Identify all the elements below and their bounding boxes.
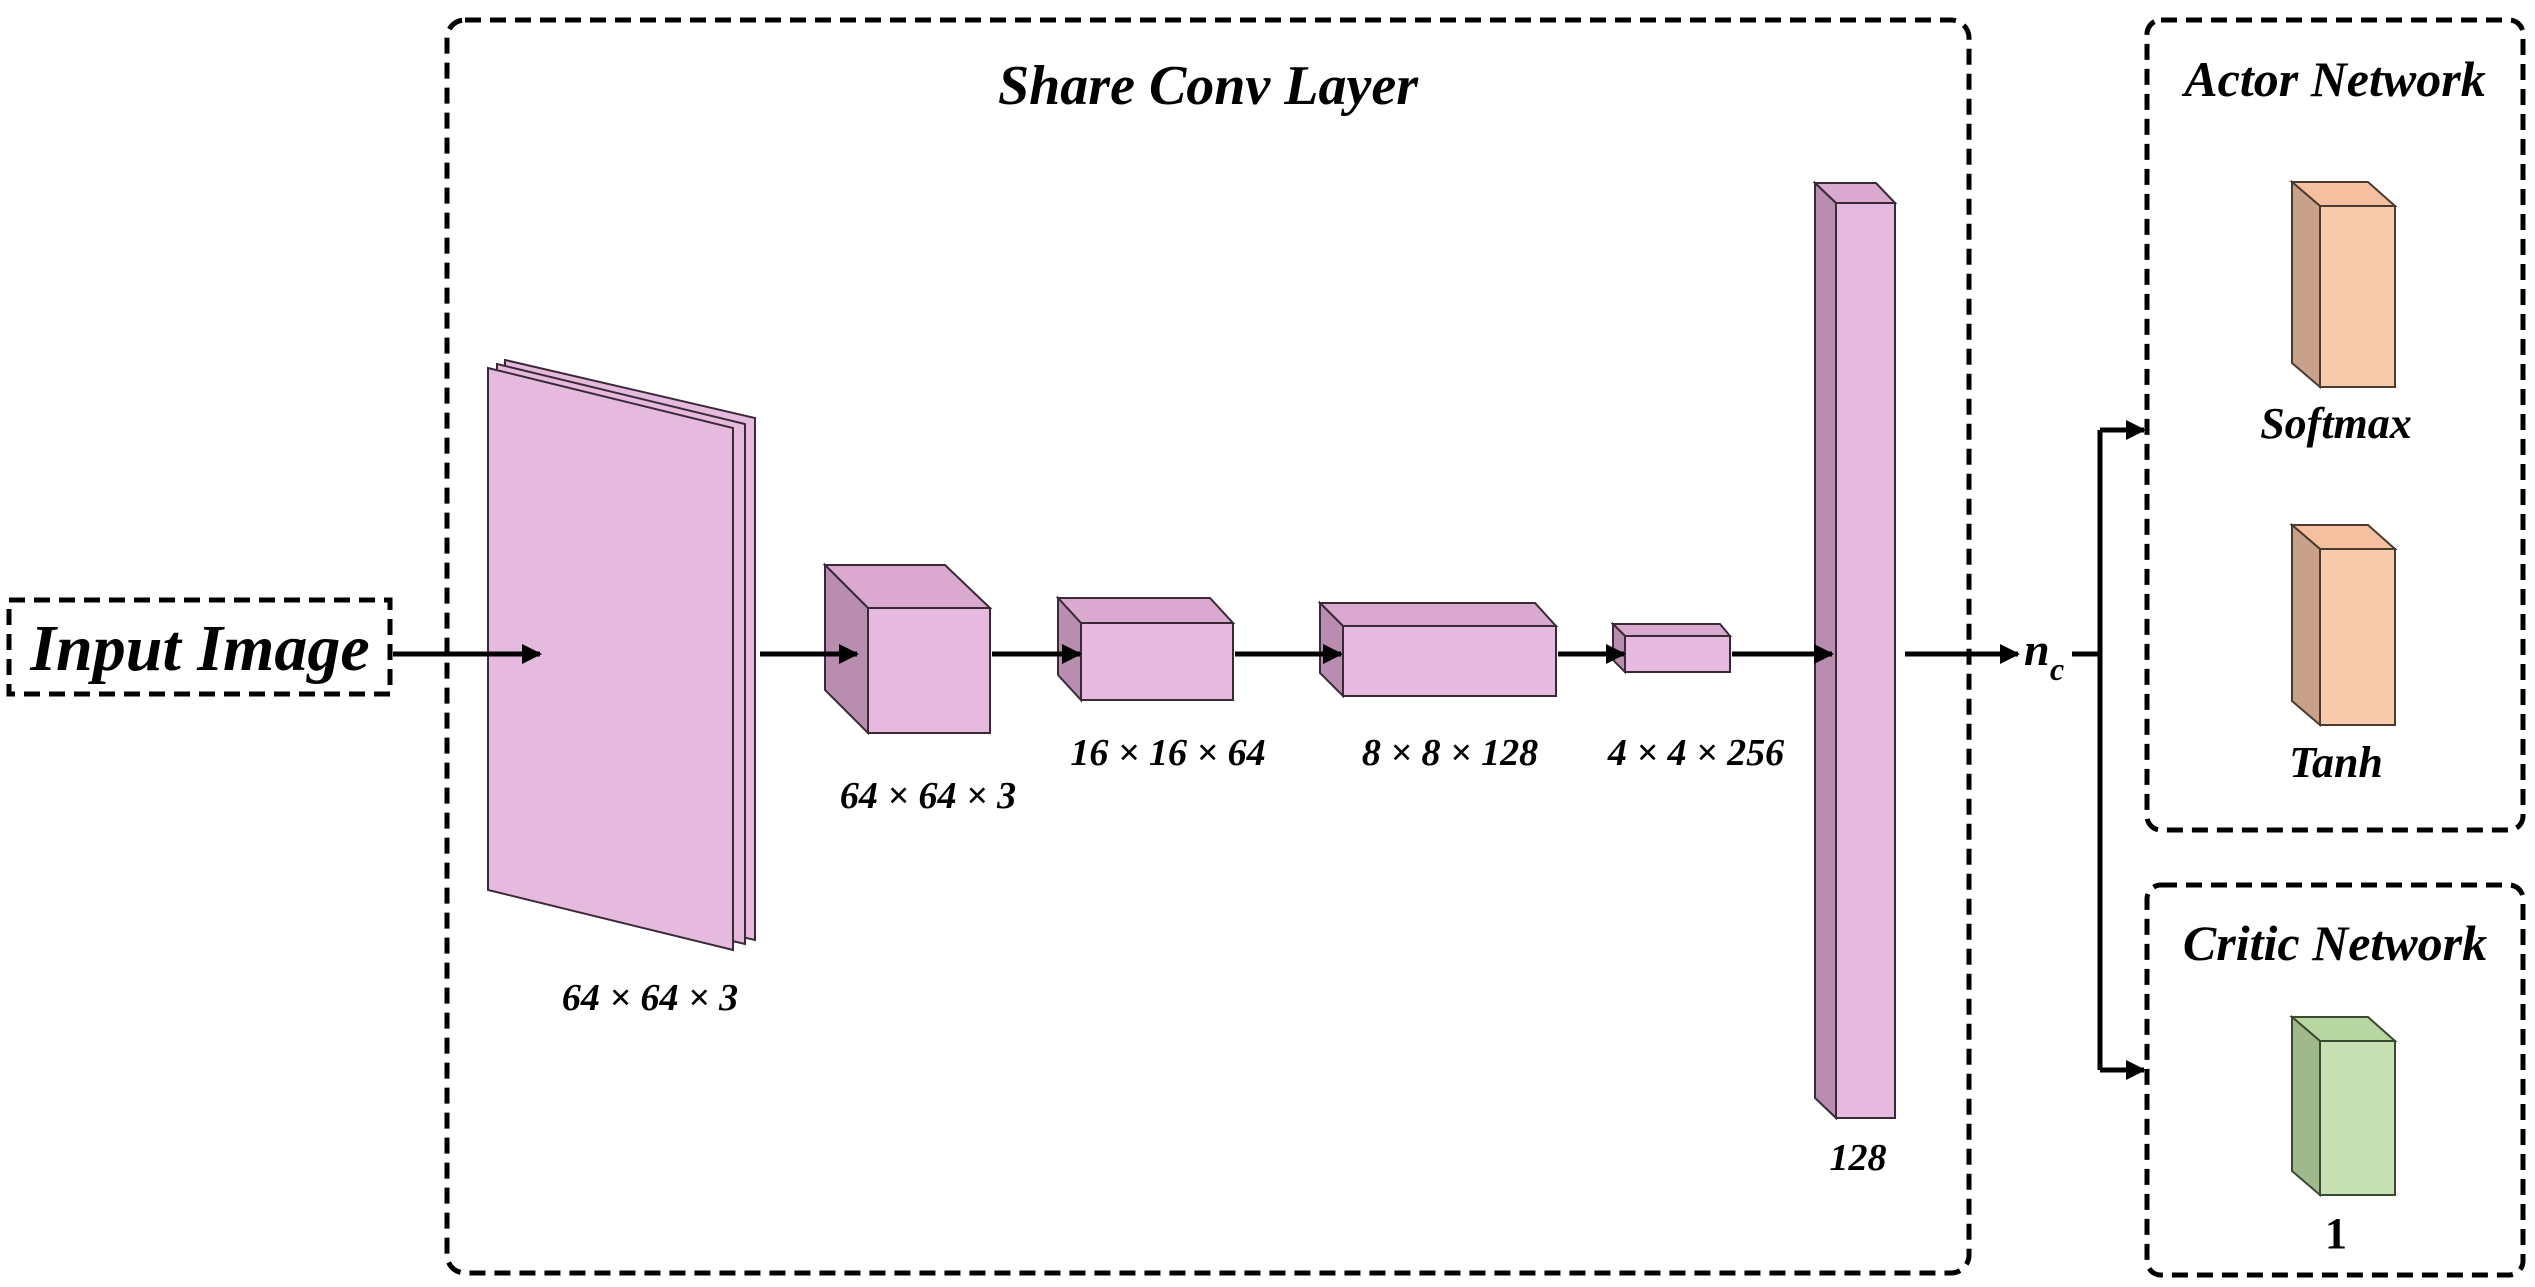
conv-block-1 xyxy=(822,562,993,736)
conv-block-2 xyxy=(1055,595,1236,703)
conv-block-2-front xyxy=(1080,622,1234,701)
dim-label-conv4: 4 × 4 × 256 xyxy=(1607,732,1784,774)
dim-label-conv1: 64 × 64 × 3 xyxy=(840,775,1016,817)
conv-block-2-top xyxy=(1055,597,1236,624)
critic-front xyxy=(2319,1040,2396,1196)
conv-block-3-front xyxy=(1342,625,1557,697)
conv-block-4-top xyxy=(1610,623,1733,637)
dim-label-fc: 128 xyxy=(1830,1137,1887,1179)
actor-network-border xyxy=(2144,17,2526,833)
critic-side xyxy=(2291,1014,2321,1198)
dim-label-conv2: 16 × 16 × 64 xyxy=(1070,732,1265,774)
dim-label-input-maps: 64 × 64 × 3 xyxy=(562,977,738,1019)
critic-network-border xyxy=(2144,882,2526,1278)
share-conv-layer-box: Share Conv Layer xyxy=(444,17,1972,1276)
actor-network-title: Actor Network xyxy=(2181,51,2485,107)
fc-128-front xyxy=(1835,202,1896,1119)
tanh-label: Tanh xyxy=(2289,738,2383,787)
nc-symbol: n c xyxy=(2024,624,2064,687)
conv-block-4 xyxy=(1610,621,1733,675)
conv-block-1-front xyxy=(867,607,991,734)
conv-block-3-top xyxy=(1317,602,1559,627)
softmax-side xyxy=(2291,179,2321,390)
conv-block-4-front xyxy=(1624,635,1731,673)
conv-block-3 xyxy=(1317,600,1559,699)
actor-softmax-block xyxy=(2289,179,2398,390)
input-image-box: Input Image xyxy=(6,597,393,697)
flow-arrows xyxy=(393,420,2146,1080)
actor-network-box: Actor Network xyxy=(2144,17,2526,833)
tanh-side xyxy=(2291,522,2321,728)
nc-subscript: c xyxy=(2050,651,2064,687)
softmax-label: Softmax xyxy=(2260,399,2412,448)
critic-network-title: Critic Network xyxy=(2183,915,2487,971)
tanh-front xyxy=(2319,548,2396,726)
input-sheet-front xyxy=(487,366,734,952)
input-image-border xyxy=(6,597,393,697)
critic-value-label: 1 xyxy=(2325,1209,2347,1258)
share-conv-title: Share Conv Layer xyxy=(998,55,1419,117)
fc-128-block xyxy=(1812,180,1898,1121)
input-feature-maps xyxy=(487,358,756,952)
share-conv-border xyxy=(444,17,1972,1276)
nc-base: n xyxy=(2024,624,2050,675)
critic-value-block xyxy=(2289,1014,2398,1198)
critic-network-box: Critic Network xyxy=(2144,882,2526,1278)
dim-label-conv3: 8 × 8 × 128 xyxy=(1362,732,1538,774)
softmax-front xyxy=(2319,205,2396,388)
actor-tanh-block xyxy=(2289,522,2398,728)
input-image-label: Input Image xyxy=(29,612,369,685)
fc-128-side xyxy=(1814,180,1837,1121)
